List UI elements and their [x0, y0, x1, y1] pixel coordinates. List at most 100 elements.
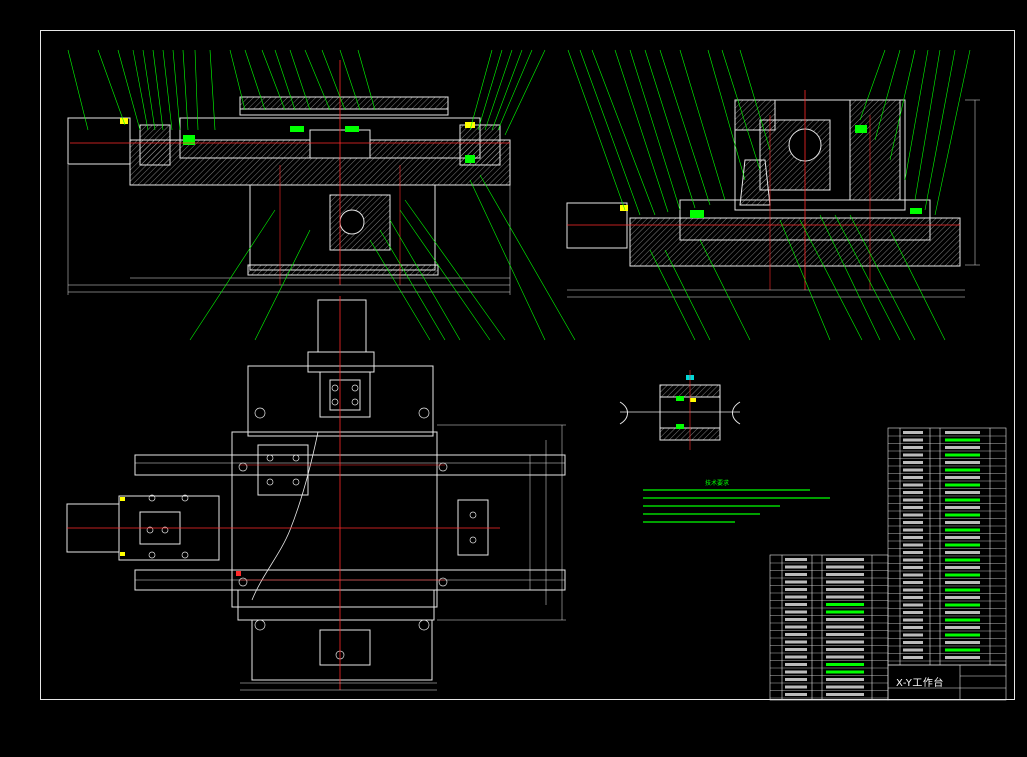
table-text-glyph: [903, 483, 923, 487]
parts-list: [769, 427, 1007, 701]
table-text-glyph: [945, 543, 980, 547]
table-text-glyph: [945, 438, 980, 442]
table-text-glyph: [903, 618, 923, 622]
table-text-glyph: [785, 633, 807, 636]
right-support: [849, 99, 901, 201]
table-text-glyph: [785, 693, 807, 696]
table-text-glyph: [903, 468, 923, 472]
table-text-glyph: [903, 603, 923, 607]
table-text-glyph: [903, 648, 923, 652]
table-text-glyph: [826, 588, 864, 591]
lower-carriage: [251, 619, 433, 681]
table-text-glyph: [903, 656, 923, 659]
table-text-glyph: [826, 625, 864, 629]
side-section-view: [566, 49, 980, 341]
table-text-glyph: [945, 513, 980, 517]
table-text-glyph: [903, 543, 923, 547]
drawing-frame: [40, 30, 1015, 700]
table-text-glyph: [945, 603, 980, 607]
table-text-glyph: [945, 596, 980, 599]
table-text-glyph: [826, 610, 864, 614]
technical-notes-heading: 技术要求: [705, 480, 730, 487]
table-text-glyph: [903, 536, 923, 539]
table-text-glyph: [785, 648, 807, 651]
table-text-glyph: [903, 551, 923, 554]
table-text-glyph: [945, 528, 980, 532]
y-carriage-top: [247, 365, 434, 437]
table-text-glyph: [903, 566, 923, 569]
table-text-glyph: [945, 633, 980, 637]
table-text-glyph: [903, 438, 923, 442]
table-text-glyph: [903, 446, 923, 449]
table-text-glyph: [903, 506, 923, 509]
table-text-glyph: [826, 670, 864, 674]
table-text-glyph: [785, 610, 807, 614]
table-text-glyph: [785, 603, 807, 606]
right-bearing-block: [459, 124, 501, 166]
motor-body: [67, 117, 131, 165]
table-text-glyph: [903, 588, 923, 592]
table-text-glyph: [945, 476, 980, 479]
table-text-glyph: [826, 693, 864, 696]
table-text-glyph: [903, 626, 923, 629]
table-text-glyph: [826, 663, 864, 666]
table-text-glyph: [903, 491, 923, 494]
front-section-view: [67, 49, 576, 341]
table-text-glyph: [903, 641, 923, 644]
table-text-glyph: [903, 453, 923, 457]
table-text-glyph: [945, 453, 980, 457]
table-text-glyph: [945, 611, 980, 614]
table-text-glyph: [945, 446, 980, 449]
table-text-glyph: [945, 468, 980, 472]
middle-table: [231, 431, 438, 608]
table-text-glyph: [903, 431, 923, 434]
table-text-glyph: [945, 641, 980, 644]
table-text-glyph: [826, 655, 864, 659]
table-text-glyph: [945, 566, 980, 569]
table-text-glyph: [785, 678, 807, 681]
table-text-glyph: [785, 618, 807, 621]
table-text-glyph: [826, 565, 864, 569]
table-text-glyph: [903, 521, 923, 524]
table-text-glyph: [903, 611, 923, 614]
table-text-glyph: [945, 506, 980, 509]
table-text-glyph: [826, 580, 864, 584]
table-text-glyph: [785, 663, 807, 666]
table-text-glyph: [826, 648, 864, 651]
table-text-glyph: [903, 558, 923, 562]
table-text-glyph: [903, 528, 923, 532]
base-plate-side: [629, 217, 961, 267]
table-text-glyph: [785, 558, 807, 561]
table-text-glyph: [826, 633, 864, 636]
table-text-glyph: [945, 491, 980, 494]
y-motor: [317, 299, 367, 353]
table-text-glyph: [785, 640, 807, 644]
table-text-glyph: [945, 588, 980, 592]
table-text-glyph: [785, 580, 807, 584]
table-text-glyph: [826, 573, 864, 576]
left-bearing-block: [139, 124, 171, 166]
table-text-glyph: [785, 573, 807, 576]
shaft-section: [339, 209, 365, 235]
table-text-glyph: [903, 573, 923, 577]
table-text-glyph: [945, 648, 980, 652]
table-text-glyph: [903, 513, 923, 517]
technical-notes: [643, 489, 830, 523]
table-text-glyph: [945, 581, 980, 584]
x-rail-upper: [134, 454, 566, 476]
table-text-glyph: [785, 565, 807, 569]
base-foot: [247, 264, 439, 276]
parts-list-rows: [770, 431, 1006, 699]
table-text-glyph: [945, 431, 980, 434]
table-text-glyph: [945, 558, 980, 562]
table-text-glyph: [826, 678, 864, 681]
table-text-glyph: [945, 521, 980, 524]
table-text-glyph: [826, 618, 864, 621]
table-text-glyph: [826, 603, 864, 606]
table-text-glyph: [945, 483, 980, 487]
table-text-glyph: [785, 670, 807, 674]
table-text-glyph: [903, 581, 923, 584]
table-text-glyph: [903, 476, 923, 479]
table-rail: [239, 108, 449, 116]
